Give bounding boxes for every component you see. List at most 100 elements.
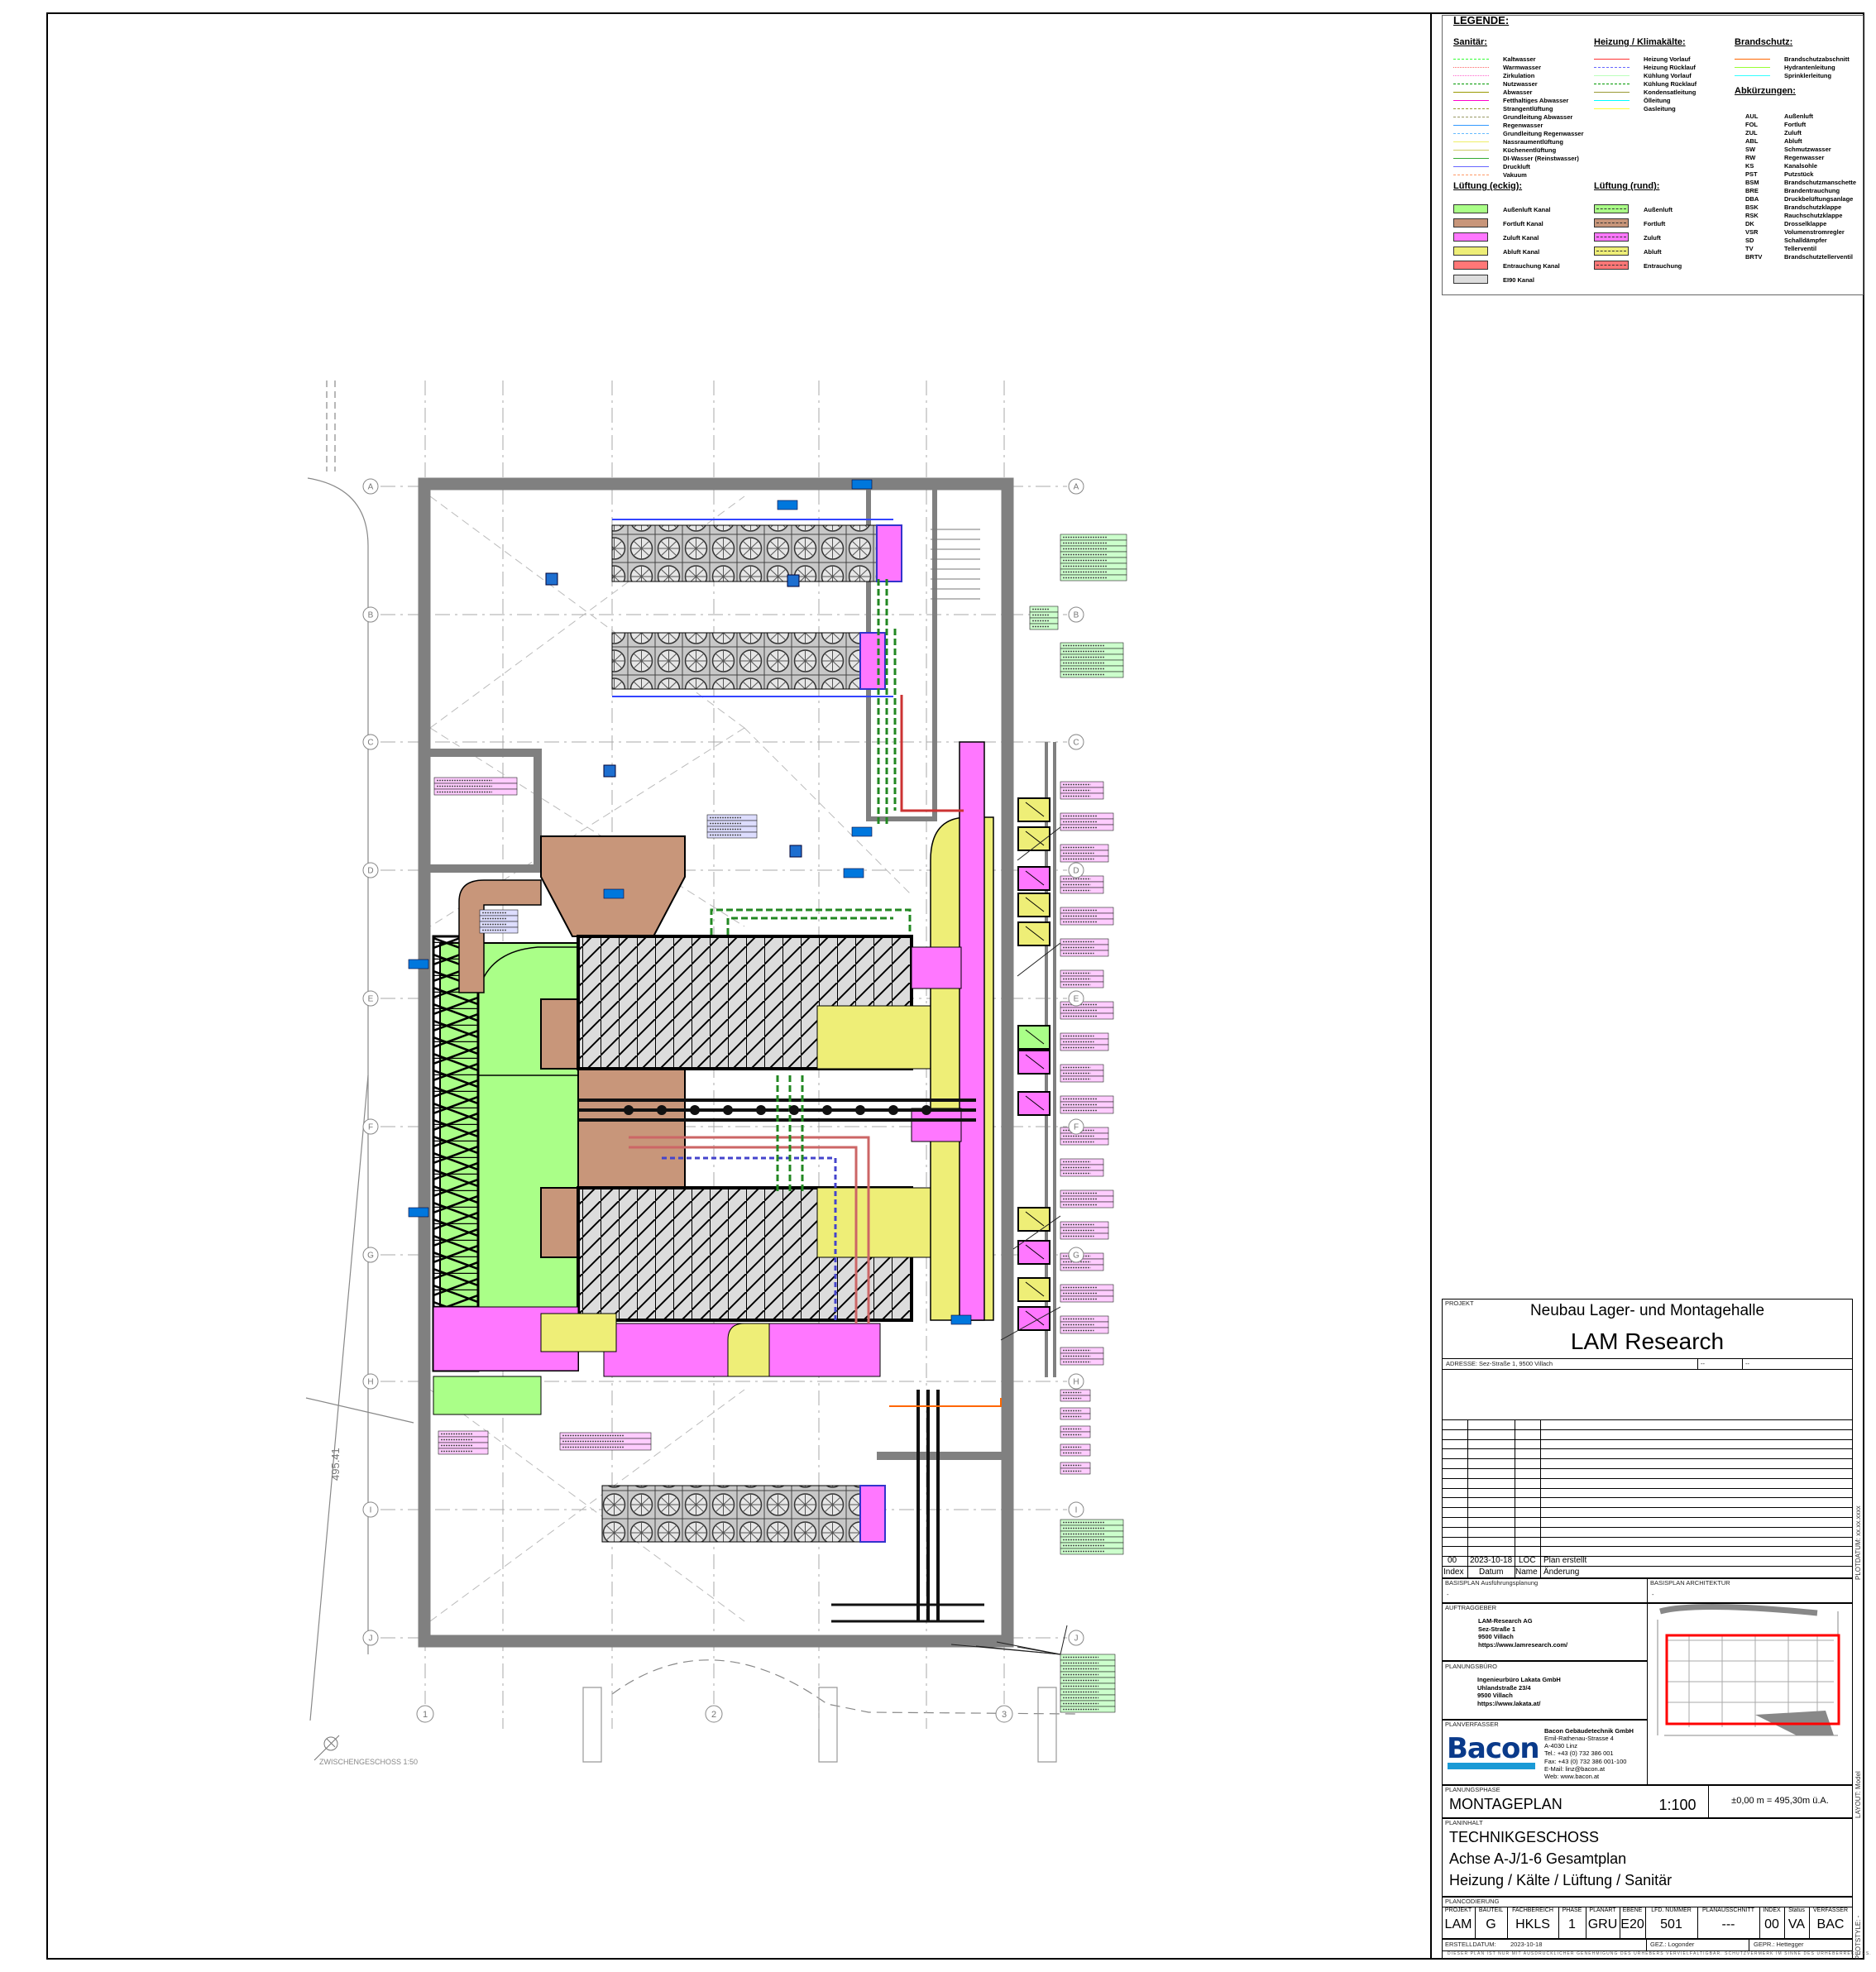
floor-drain-icon <box>789 845 802 858</box>
grid-row-label: F <box>1074 1123 1079 1132</box>
revision-row-line <box>1442 1566 1853 1567</box>
basisplan-architektur-label: BASISPLAN ARCHITEKTUR <box>1650 1579 1730 1587</box>
legend-heading-sanitaer: Sanitär: <box>1453 37 1487 47</box>
code-value: 501 <box>1660 1917 1682 1931</box>
abbreviation-meaning: Zuluft <box>1784 129 1802 136</box>
grid-row-label: G <box>1073 1252 1079 1261</box>
abbreviation: TV <box>1745 245 1754 252</box>
revision-row-line <box>1442 1458 1853 1460</box>
abbreviation-meaning: Putzstück <box>1784 170 1814 178</box>
grid-bubble <box>1068 606 1084 623</box>
grid-bubble <box>705 1705 723 1723</box>
revision-row-line <box>1442 1429 1853 1430</box>
legend-item-label: Fortluft <box>1644 220 1666 227</box>
legend-duct-swatch <box>1453 247 1488 256</box>
legend-item-label: Regenwasser <box>1503 122 1543 129</box>
abbreviation-meaning: Fortluft <box>1784 121 1807 128</box>
planverfasser-line: Fax: +43 (0) 732 386 001-100 <box>1544 1757 1627 1765</box>
pipe-tag-blue <box>408 1207 429 1218</box>
grid-bubble <box>1068 1118 1084 1135</box>
revision-row-line <box>1442 1526 1853 1528</box>
legend-item-label: Zirkulation <box>1503 72 1535 79</box>
steel-platform-left <box>432 935 480 1372</box>
code-value: G <box>1486 1917 1496 1931</box>
grid-bubble <box>362 1118 379 1135</box>
grid-row-label: J <box>369 1635 373 1644</box>
abbreviation: DBA <box>1745 195 1759 203</box>
planverfasser-label: PLANVERFASSER <box>1445 1721 1499 1728</box>
legend-item-label: Sprinklerleitung <box>1784 72 1832 79</box>
auftraggeber-line: https://www.lamresearch.com/ <box>1478 1640 1568 1649</box>
erstelldatum-label: ERSTELLDATUM: <box>1445 1941 1496 1948</box>
duct-box-diagonal <box>1025 897 1045 912</box>
grid-column-label: 1 <box>423 1710 428 1720</box>
floor-drain-icon <box>787 574 800 587</box>
duct-fortluft-hopper <box>540 835 686 937</box>
duct-box-diagonal <box>1025 1054 1045 1070</box>
grid-row-label: D <box>1073 867 1079 876</box>
pipe-heating-return <box>612 519 893 697</box>
grid-bubble <box>1068 1247 1084 1263</box>
code-header: PLANAUSSCHNITT <box>1701 1907 1754 1913</box>
legend-line-swatch <box>1453 108 1489 109</box>
legend-item-label: Heizung Vorlauf <box>1644 55 1691 63</box>
revision-row-line <box>1442 1507 1853 1509</box>
planungsphase-label: PLANUNGSPHASE <box>1445 1786 1500 1793</box>
legend-item-label: Fortluft Kanal <box>1503 220 1543 227</box>
auftraggeber-line: Sez-Straße 1 <box>1478 1625 1516 1633</box>
revision-header-date: Datum <box>1479 1568 1504 1577</box>
leader-line <box>996 1641 1061 1655</box>
abbreviation-meaning: Schalldämpfer <box>1784 237 1827 244</box>
duct-box-diagonal <box>1025 1095 1045 1111</box>
legend-item-label: Brandschutzabschnitt <box>1784 55 1850 63</box>
abbreviation: DK <box>1745 220 1754 227</box>
code-header: EBENE <box>1622 1907 1643 1913</box>
code-column-line <box>1507 1907 1508 1938</box>
legend-line-swatch <box>1594 100 1630 101</box>
legend-item-label: Zuluft <box>1644 234 1661 242</box>
abbreviation: BRE <box>1745 187 1759 194</box>
grid-column-label: 2 <box>711 1710 716 1720</box>
grid-row-label: A <box>1074 483 1079 492</box>
duct-box-zuluft <box>1017 866 1050 891</box>
address-extra: -- <box>1745 1360 1749 1367</box>
plot-date: PLOTDATUM: xx.xx.xxxx <box>1854 1505 1862 1580</box>
grid-row-label: I <box>370 1506 372 1515</box>
grid-bubble <box>1068 734 1084 750</box>
legend-item-label: Kaltwasser <box>1503 55 1536 63</box>
code-header: INDEX <box>1763 1907 1781 1913</box>
duct-fortluft-block <box>540 1187 579 1258</box>
site-plan-thumbnail <box>1657 1603 1840 1736</box>
grid-bubble <box>362 1630 379 1646</box>
grid-row-label: E <box>368 995 374 1004</box>
chiller-pipe-header <box>876 524 902 582</box>
revision-row-line <box>1442 1487 1853 1489</box>
abbreviation-meaning: Rauchschutzklappe <box>1784 212 1843 219</box>
abbreviation-meaning: Kanalsohle <box>1784 162 1818 170</box>
legend-line-swatch <box>1594 108 1630 109</box>
duct-zuluft-riser <box>959 741 985 1321</box>
leader-line <box>1000 1306 1061 1341</box>
plancodierung-label: PLANCODIERUNG <box>1445 1898 1500 1905</box>
legend-item-label: Warmwasser <box>1503 64 1541 71</box>
duct-abluft-bend <box>727 1323 770 1377</box>
grid-row-label: B <box>368 611 374 620</box>
abbreviation-meaning: Druckbelüftungsanlage <box>1784 195 1854 203</box>
legend-item-label: Vakuum <box>1503 171 1527 179</box>
annotation-tags <box>408 479 1127 1713</box>
grid-row-label: F <box>368 1123 373 1132</box>
code-column-line <box>1558 1907 1559 1938</box>
pipe-tag-blue <box>851 826 873 837</box>
revision-row-line <box>1442 1497 1853 1499</box>
interior-wall-room <box>430 749 542 873</box>
grid-bubble <box>1068 990 1084 1007</box>
legend-duct-swatch <box>1594 247 1629 256</box>
code-column-line <box>1759 1907 1760 1938</box>
legend-line-swatch <box>1453 166 1489 167</box>
legend-line-swatch <box>1453 133 1489 134</box>
legend-line-swatch <box>1594 67 1630 68</box>
abbreviation-meaning: Brandschutzklappe <box>1784 203 1842 211</box>
abbreviation: SW <box>1745 146 1756 153</box>
auftraggeber-label: AUFTRAGGEBER <box>1445 1604 1497 1611</box>
